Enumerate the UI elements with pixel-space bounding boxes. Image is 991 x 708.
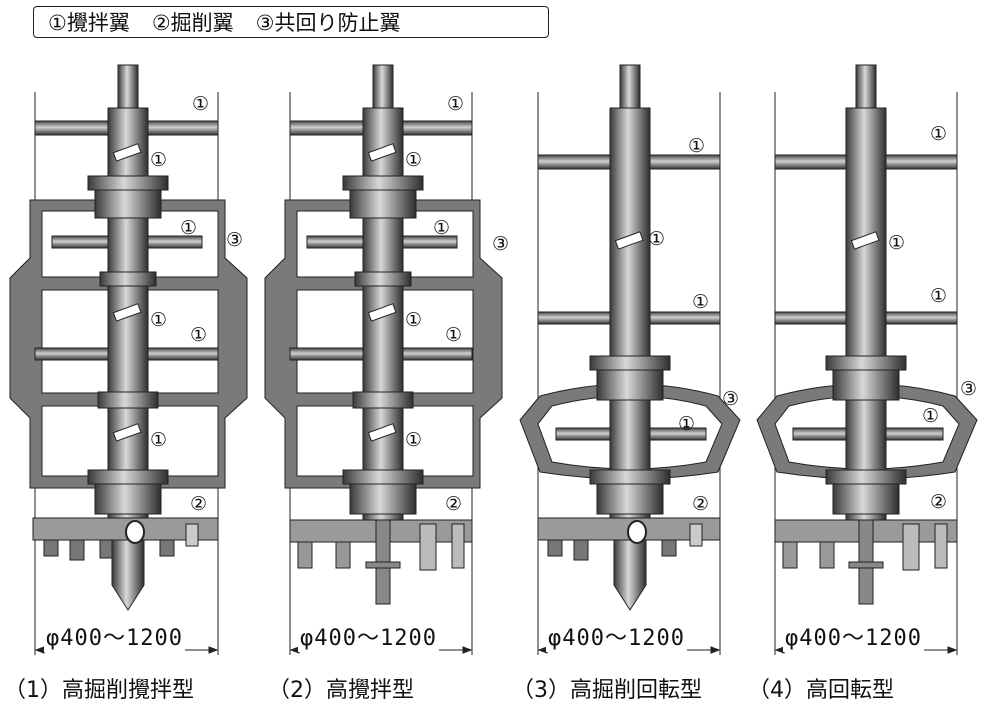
marker-3: ③ xyxy=(722,388,739,410)
caption-type-4: （4）高回転型 xyxy=(748,678,894,703)
marker-2: ② xyxy=(930,491,947,513)
marker-2: ② xyxy=(190,493,207,515)
marker-3: ③ xyxy=(226,229,243,251)
marker-1: ① xyxy=(678,413,695,435)
marker-1: ① xyxy=(648,228,665,250)
marker-1: ① xyxy=(447,93,464,115)
legend-item-anti-corotation-blade: ③共回り防止翼 xyxy=(255,11,401,35)
marker-1: ① xyxy=(445,324,462,346)
legend-item-stirring-blade: ①攪拌翼 xyxy=(48,11,130,35)
marker-1: ① xyxy=(150,309,167,331)
diagram-1-high-excavation-stirring xyxy=(9,64,248,655)
marker-1: ① xyxy=(405,309,422,331)
part-markers: ① ① ① ③ ① ① ① ② ① ① ① ③ ① ① ① ② ① ① ① ③ … xyxy=(150,93,977,515)
legend-item-excavation-blade: ②掘削翼 xyxy=(151,11,234,35)
marker-2: ② xyxy=(692,493,709,515)
marker-1: ① xyxy=(692,291,709,313)
marker-1: ① xyxy=(150,149,167,171)
marker-1: ① xyxy=(930,123,947,145)
marker-1: ① xyxy=(192,93,209,115)
marker-1: ① xyxy=(190,324,207,346)
marker-1: ① xyxy=(930,285,947,307)
marker-1: ① xyxy=(688,135,705,157)
caption-type-3: （3）高掘削回転型 xyxy=(512,678,702,703)
diagram-3-high-excavation-rotation xyxy=(519,64,741,655)
caption-type-2: （2）高攪拌型 xyxy=(268,678,414,703)
diameter-label: φ400～1200 xyxy=(546,620,687,652)
marker-2: ② xyxy=(445,493,462,515)
marker-1: ① xyxy=(922,405,939,427)
marker-1: ① xyxy=(150,429,167,451)
marker-3: ③ xyxy=(960,378,977,400)
diameter-label: φ400～1200 xyxy=(298,620,439,652)
caption-type-1: （1）高掘削攪拌型 xyxy=(4,678,194,703)
marker-1: ① xyxy=(433,217,450,239)
diagram-4-high-rotation xyxy=(756,64,978,655)
marker-1: ① xyxy=(888,232,905,254)
marker-3: ③ xyxy=(492,233,509,255)
diameter-label: φ400～1200 xyxy=(783,620,924,652)
marker-1: ① xyxy=(405,149,422,171)
diagram-2-high-stirring xyxy=(264,64,503,655)
diameter-label: φ400～1200 xyxy=(44,620,185,652)
marker-1: ① xyxy=(180,217,197,239)
marker-1: ① xyxy=(405,429,422,451)
legend-box: ①攪拌翼 ②掘削翼 ③共回り防止翼 xyxy=(33,6,549,38)
